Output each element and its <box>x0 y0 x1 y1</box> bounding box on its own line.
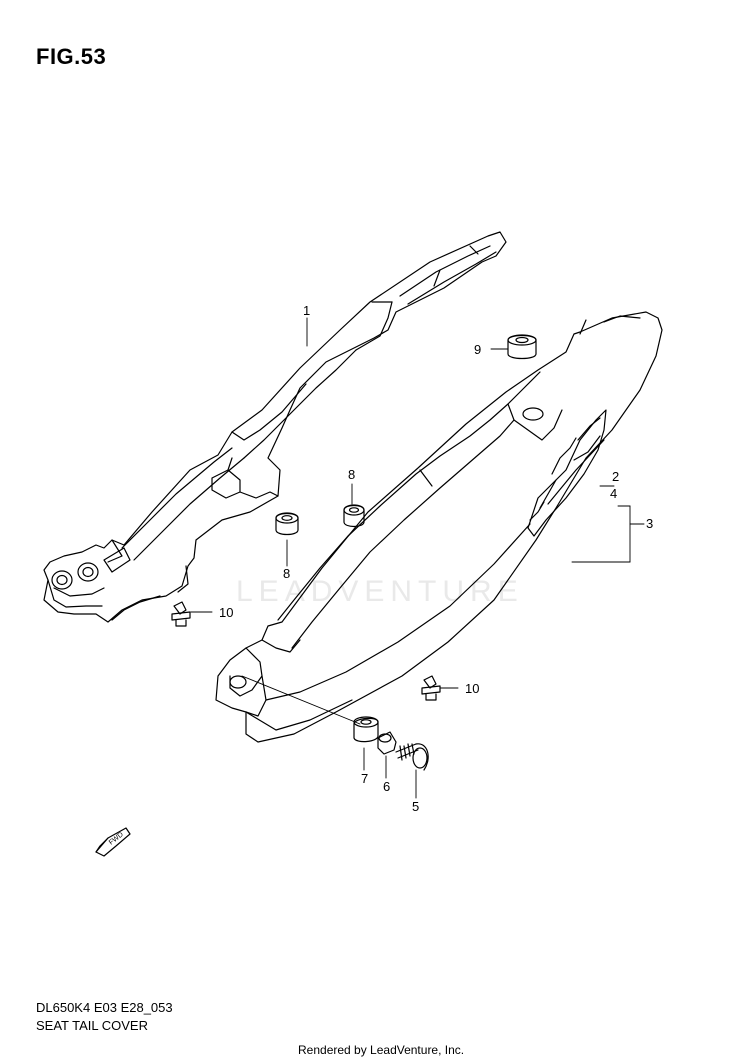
callout-8-left: 8 <box>283 566 290 581</box>
diagram-code: DL650K4 E03 E28_053 <box>36 1000 173 1015</box>
bolt-part-5 <box>395 743 429 771</box>
callout-6: 6 <box>383 779 390 794</box>
leader-lines <box>190 317 645 799</box>
cushion-part-7 <box>353 716 379 743</box>
callout-3: 3 <box>646 516 653 531</box>
figure-title: FIG.53 <box>36 44 107 69</box>
callout-8-center: 8 <box>348 467 355 482</box>
callout-5: 5 <box>412 799 419 814</box>
callout-10-left: 10 <box>219 605 233 620</box>
callout-2: 2 <box>612 469 619 484</box>
watermark-text: LEADVENTURE <box>236 575 524 608</box>
grommet-part-9 <box>507 334 537 360</box>
diagram-caption: SEAT TAIL COVER <box>36 1018 148 1033</box>
callout-4: 4 <box>610 486 617 501</box>
collar-part-6 <box>377 731 397 755</box>
seat-tail-frame-part <box>43 231 507 623</box>
cushion-part-8-left <box>275 512 299 536</box>
render-credit: Rendered by LeadVenture, Inc. <box>298 1043 465 1057</box>
clip-part-10-right <box>421 675 441 701</box>
seat-tail-cover-part <box>215 311 663 743</box>
clip-part-10-left <box>171 601 191 627</box>
fwd-arrow-icon <box>95 827 131 857</box>
callout-10-right: 10 <box>465 681 479 696</box>
callout-7: 7 <box>361 771 368 786</box>
cushion-part-8-center <box>343 504 365 528</box>
callout-1: 1 <box>303 303 310 318</box>
callout-9: 9 <box>474 342 481 357</box>
